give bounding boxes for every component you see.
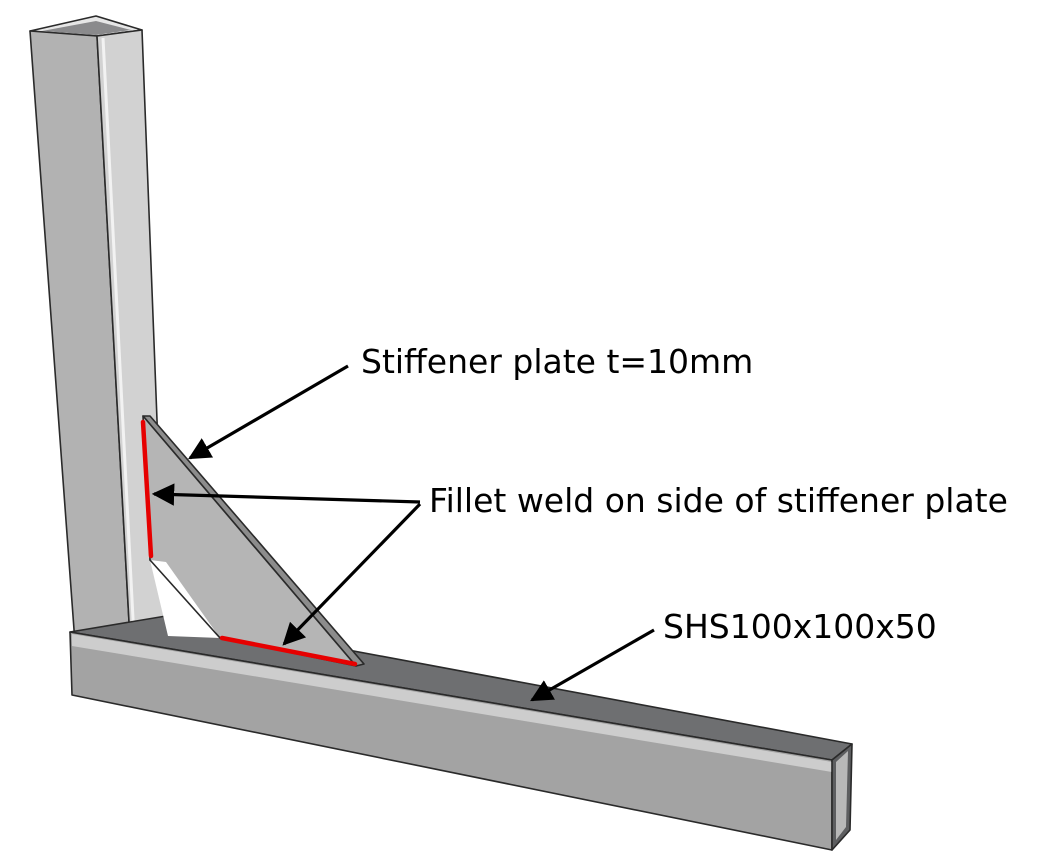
fillet-weld-vertical <box>140 419 154 559</box>
horizontal-shs-member <box>69 615 853 851</box>
weld-label: Fillet weld on side of stiffener plate <box>429 481 1008 520</box>
section-label: SHS100x100x50 <box>663 607 937 646</box>
beam-edge-highlight <box>72 634 832 772</box>
weld-leader-arrow-vertical <box>151 483 421 506</box>
vertical-shs-member <box>29 15 166 644</box>
stiffener-leader-arrow <box>188 364 349 460</box>
fillet-weld-horizontal <box>219 635 358 667</box>
section-leader-arrow <box>530 628 655 702</box>
post-top-opening-inside <box>42 21 131 35</box>
beam-end-opening-inside <box>836 751 848 840</box>
beam-front-face <box>69 631 833 851</box>
stiffener-plate <box>142 415 365 667</box>
stiffener-label: Stiffener plate t=10mm <box>361 342 753 381</box>
weld-leader-arrow-horizontal <box>282 502 422 646</box>
post-corner-highlight <box>101 37 136 639</box>
